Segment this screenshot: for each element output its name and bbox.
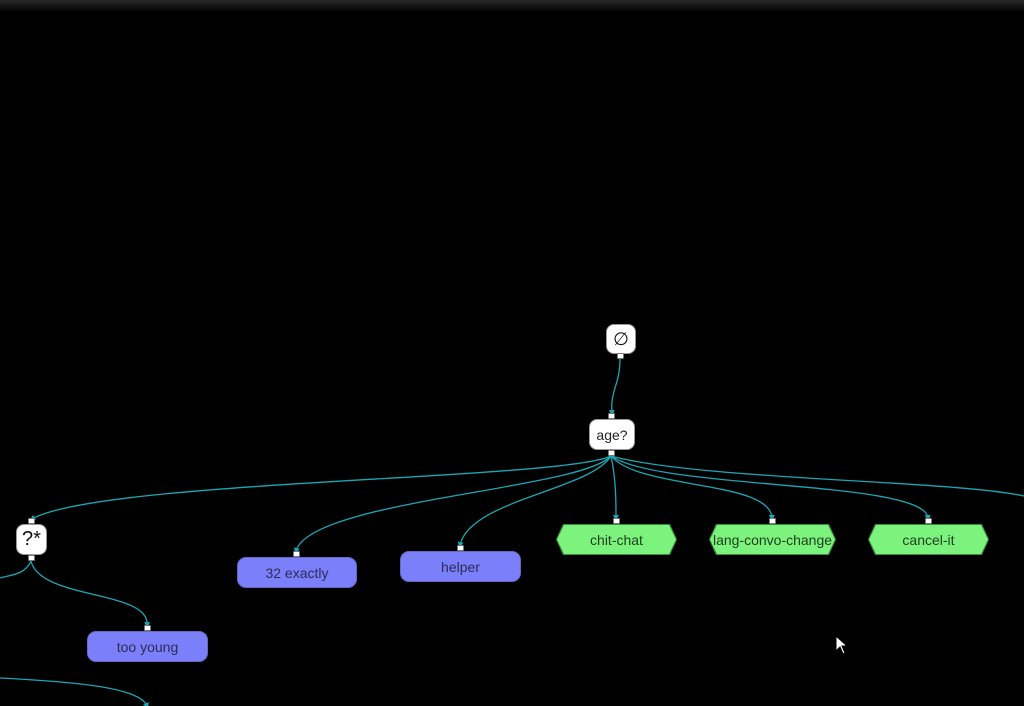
32-exactly-input-port[interactable] (293, 551, 300, 557)
age-question-label: age? (596, 426, 628, 443)
edge-age-to-wildcard[interactable] (29, 455, 612, 521)
age-question-node[interactable]: age? (589, 419, 635, 450)
32-exactly-node[interactable]: 32 exactly (237, 557, 357, 588)
edge-root-to-age[interactable] (608, 358, 621, 416)
edge-wildcard-to-too-young[interactable] (30, 560, 151, 628)
wildcard-node-input-port[interactable] (28, 518, 35, 524)
wildcard-node-output-port[interactable] (28, 555, 35, 561)
edge-age-to-lang-convo-change[interactable] (610, 455, 775, 521)
edge-age-to-32-exactly[interactable] (293, 455, 612, 554)
chit-chat-input-port[interactable] (613, 518, 620, 524)
helper-input-port[interactable] (457, 545, 464, 551)
chit-chat-label: chit-chat (590, 531, 643, 548)
edge-offscreen-bottom[interactable] (0, 677, 149, 706)
too-young-label: too young (116, 638, 179, 655)
root-node-label: ∅ (613, 328, 629, 349)
root-node[interactable]: ∅ (606, 324, 636, 354)
edge-wildcard-offscreen-left[interactable] (0, 560, 32, 579)
helper-node[interactable]: helper (400, 551, 521, 582)
mouse-pointer-icon (835, 635, 849, 655)
lang-convo-change-input-port[interactable] (769, 518, 776, 524)
age-node-input-port[interactable] (608, 413, 615, 419)
edge-age-to-cancel-it[interactable] (610, 455, 931, 521)
too-young-input-port[interactable] (144, 625, 151, 631)
too-young-node[interactable]: too young (87, 631, 208, 662)
lang-convo-change-node[interactable]: lang-convo-change (710, 525, 835, 554)
top-shadow (0, 0, 1024, 12)
cancel-it-node[interactable]: cancel-it (869, 525, 988, 554)
32-exactly-label: 32 exactly (265, 564, 329, 581)
age-node-output-port[interactable] (608, 450, 615, 456)
edge-age-offscreen-right[interactable] (610, 455, 1024, 497)
edge-age-to-helper[interactable] (457, 455, 612, 548)
root-node-output-port[interactable] (617, 353, 624, 359)
cancel-it-input-port[interactable] (925, 518, 932, 524)
lang-convo-change-label: lang-convo-change (712, 531, 833, 548)
chit-chat-node[interactable]: chit-chat (557, 525, 676, 554)
helper-label: helper (441, 558, 480, 575)
wildcard-node[interactable]: ?* (16, 524, 47, 555)
cancel-it-label: cancel-it (902, 531, 955, 548)
wildcard-node-label: ?* (22, 528, 41, 550)
edge-age-to-chit-chat[interactable] (610, 455, 619, 521)
